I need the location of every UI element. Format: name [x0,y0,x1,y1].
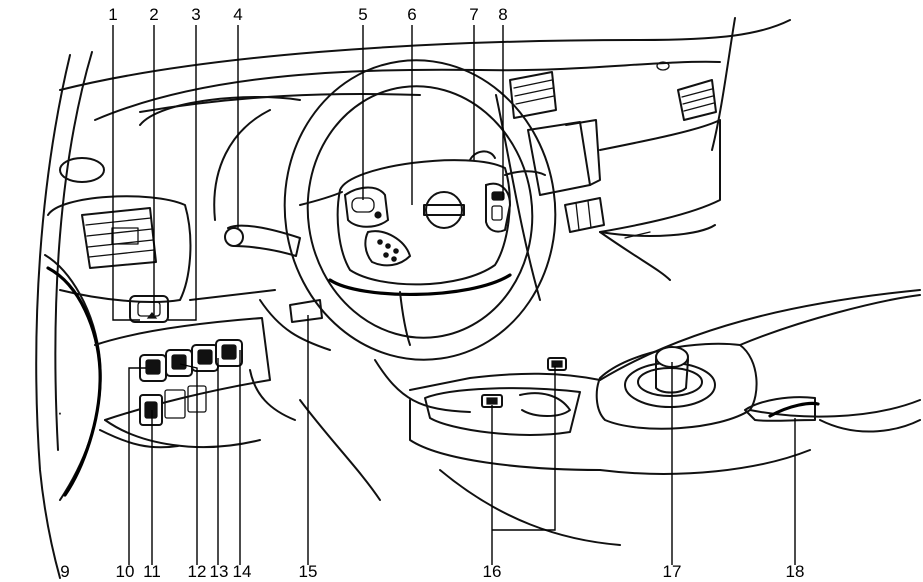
floor-tunnel [439,469,621,546]
callout-labels: 1 2 3 4 5 6 7 8 · 9 10 11 12 13 14 15 16… [57,5,804,581]
right-spoke [504,170,546,176]
callout-3: 3 [191,5,200,24]
console-tray [424,387,581,436]
dash-upper-ridge [139,92,421,113]
lower-dash-edge [189,289,276,301]
callout-12: 12 [188,562,207,581]
glovebox-detail [624,231,651,239]
pedal-box [289,299,323,323]
armrest-top [599,289,921,381]
column-shroud [259,299,331,351]
armrest [739,294,921,346]
right-pillar [711,17,736,151]
a-pillar-left [35,54,71,579]
dash-top [94,60,721,121]
lever-tip [224,227,244,247]
callout-9-marker: · [57,403,63,422]
knee-panel [104,419,261,449]
callout-16: 16 [483,562,502,581]
lower-switches [139,385,207,426]
wheel-hub [336,159,511,286]
callout-8: 8 [498,5,507,24]
parking-brake [744,396,820,422]
steering-switch-right [485,182,512,233]
center-display [527,119,601,196]
console-lower [409,399,601,471]
callout-10: 10 [116,562,135,581]
left-spoke [299,191,343,206]
console-body [409,372,601,391]
left-air-vent [81,207,157,269]
callout-13: 13 [210,562,229,581]
shifter-inner-ring [637,367,703,397]
door-trim [46,266,102,497]
callout-4: 4 [233,5,242,24]
steering-switch-left-lower [364,230,412,267]
left-vent-housing [47,195,192,303]
paddle [469,150,496,161]
callout-5: 5 [358,5,367,24]
meter-cluster [213,109,271,221]
callout-2: 2 [149,5,158,24]
callout-1: 1 [108,5,117,24]
center-air-vent [509,71,557,119]
hub-lower-contour [328,273,512,296]
leader-lines [112,25,796,565]
windshield-edge [59,19,791,91]
a-pillar-inner [54,51,93,451]
mirror-control-switch [129,295,169,323]
meter-hood [139,96,301,126]
callout-18: 18 [786,562,805,581]
dash-right-face [599,119,721,233]
armrest-lower [749,399,921,418]
switch-row [139,339,243,382]
bottom-spoke [399,291,411,346]
callout-14: 14 [233,562,252,581]
callout-15: 15 [299,562,318,581]
floor-line [299,399,381,501]
steering-wheel-outer [283,59,557,361]
dash-right-lower [599,224,716,237]
center-switches [564,197,605,233]
center-stack-edge [495,94,541,301]
right-air-vent [677,79,717,121]
cupholder [519,392,571,417]
callout-6: 6 [407,5,416,24]
console-left-edge [374,359,471,413]
glovebox-line [599,231,671,281]
brand-emblem-icon [423,191,465,229]
sensor-dot [656,61,670,71]
steering-wheel-inner [306,85,534,339]
callout-11: 11 [143,562,161,581]
lower-left-hinge [99,429,179,449]
callout-9: 9 [60,562,69,581]
steering-switch-left [343,186,390,228]
tweeter-speaker [59,157,105,183]
console-right-lower [599,449,811,475]
callout-7: 7 [469,5,478,24]
seat-edge [819,419,921,433]
headlight-lever [227,224,301,257]
pedal-area [249,369,296,421]
callout-17: 17 [663,562,682,581]
